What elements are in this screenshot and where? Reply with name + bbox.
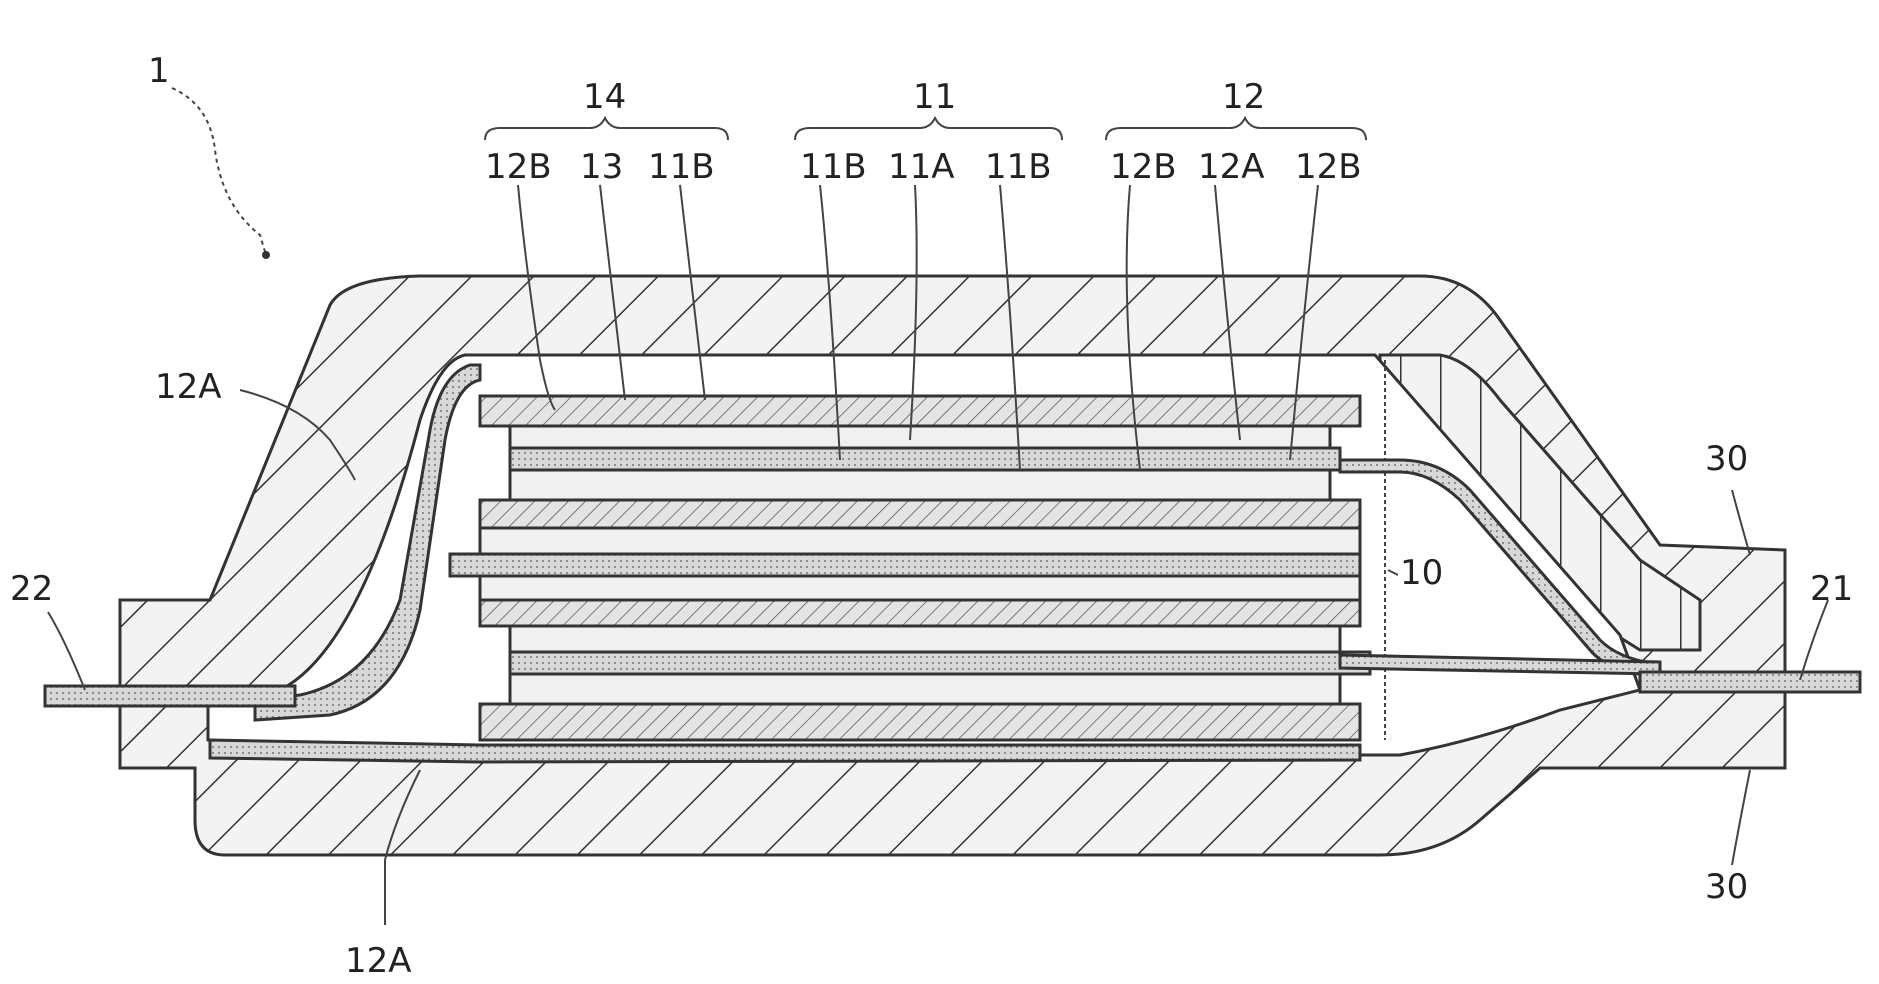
label-device: 1 [148,51,170,91]
layer-mid-plate-2 [480,600,1360,626]
label-g12-a: 12B [1110,147,1177,187]
label-seal-bottom-30: 30 [1705,867,1748,907]
leader-device [172,88,266,255]
layer-mid-plate-1 [480,500,1360,528]
label-g14-c: 11B [648,147,715,187]
label-g12-c: 12B [1295,147,1362,187]
layer-9 [510,674,1340,704]
leader-device-dot [262,251,270,259]
leader-22 [48,612,85,690]
layer-top-plate [480,396,1360,426]
label-group-14: 14 [583,77,626,117]
label-stack-10: 10 [1400,553,1443,593]
leader-21 [1800,600,1828,680]
layer-1 [510,426,1330,448]
label-lead-22: 22 [10,569,53,609]
label-g12-b: 12A [1198,147,1265,187]
label-bottom-12a: 12A [345,941,412,981]
label-seal-top-30: 30 [1705,439,1748,479]
lead-22 [45,686,295,706]
layer-8 [510,652,1370,674]
layer-7 [510,626,1340,652]
brace-11 [795,118,1062,140]
label-g11-a: 11B [800,147,867,187]
label-group-12: 12 [1222,77,1265,117]
layer-6 [480,576,1360,600]
label-g11-c: 11B [985,147,1052,187]
brace-12 [1106,118,1366,140]
leader-30-bottom [1732,770,1750,865]
label-left-12a: 12A [155,367,222,407]
leader-30-top [1732,490,1750,555]
layer-3 [510,470,1330,500]
lead-21 [1640,672,1860,692]
layer-bottom-plate [480,704,1360,740]
layer-4 [480,528,1360,554]
layer-5 [450,554,1360,576]
label-g14-a: 12B [485,147,552,187]
layer-2 [510,448,1340,470]
label-g11-b: 11A [888,147,955,187]
label-lead-21: 21 [1810,569,1853,609]
brace-14 [485,118,728,140]
label-group-11: 11 [913,77,956,117]
label-g14-b: 13 [580,147,623,187]
electrode-stack [450,360,1385,740]
